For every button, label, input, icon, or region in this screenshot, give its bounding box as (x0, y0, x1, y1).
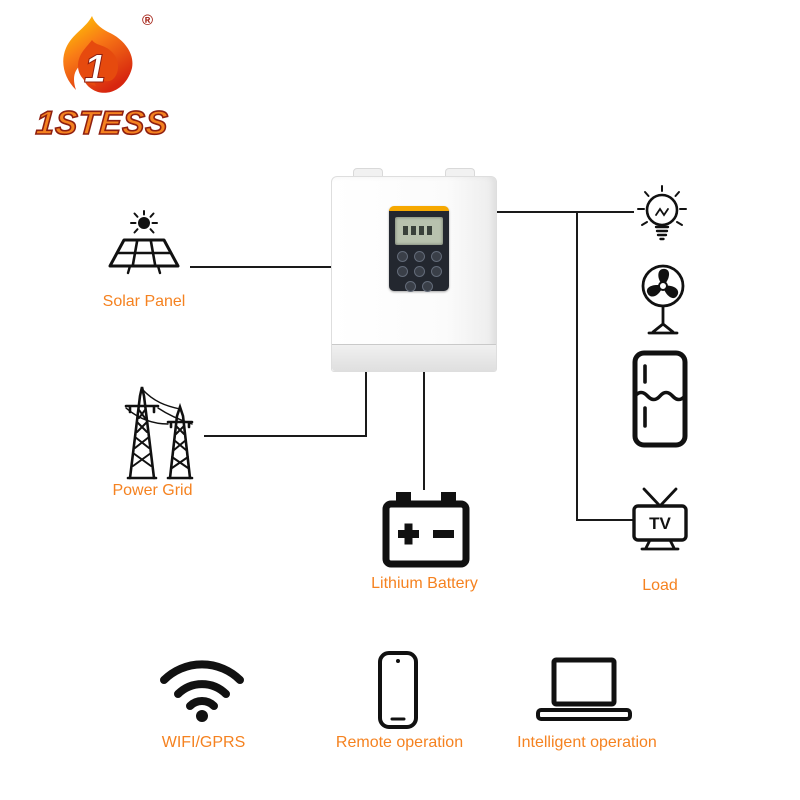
connector-load-top (497, 211, 634, 213)
registered-mark: ® (142, 12, 154, 29)
flame-numeral: 1 (84, 47, 106, 91)
connector-load-bus (576, 211, 578, 521)
button-8 (422, 281, 433, 292)
lcd-screen (395, 217, 443, 245)
fan-icon (634, 262, 692, 338)
smartphone-icon (372, 650, 424, 730)
power-grid-label: Power Grid (112, 482, 193, 499)
solar-panel-label: Solar Panel (102, 293, 186, 310)
connector-grid-vertical (365, 372, 367, 437)
connector-inverter-to-battery (423, 372, 425, 490)
light-bulb-icon (630, 182, 694, 252)
power-grid-icon (110, 380, 202, 482)
button-7 (405, 281, 416, 292)
button-4 (396, 266, 408, 277)
laptop-icon (532, 656, 636, 726)
button-3 (430, 251, 442, 262)
intelligent-operation-label: Intelligent operation (517, 734, 657, 751)
wifi-icon (156, 646, 248, 724)
tv-icon: TV (628, 486, 692, 556)
lithium-battery-icon (382, 490, 470, 568)
inverter-body (331, 176, 497, 372)
tv-screen-text: TV (649, 514, 671, 533)
inverter-base (332, 344, 496, 371)
button-1 (396, 251, 408, 262)
remote-operation-label: Remote operation (335, 734, 464, 751)
connector-grid-horizontal (204, 435, 367, 437)
wifi-label: WIFI/GPRS (161, 734, 246, 751)
refrigerator-icon (628, 350, 692, 448)
connector-load-bottom (576, 519, 634, 521)
button-6 (430, 266, 442, 277)
load-label: Load (642, 577, 678, 594)
solar-inverter (331, 168, 497, 372)
button-5 (413, 266, 425, 277)
button-2 (413, 251, 425, 262)
lithium-battery-label: Lithium Battery (371, 575, 478, 592)
mounting-tab-left (353, 168, 383, 179)
brand-wordmark: 1STESS (34, 103, 171, 142)
control-buttons (395, 251, 443, 292)
inverter-display-module (389, 206, 449, 292)
mounting-tab-right (445, 168, 475, 179)
connector-solar-to-inverter (190, 266, 331, 268)
flame-logo: 1 (42, 14, 142, 114)
solar-panel-icon (98, 210, 190, 294)
flame-logo-icon: 1 (63, 16, 133, 93)
